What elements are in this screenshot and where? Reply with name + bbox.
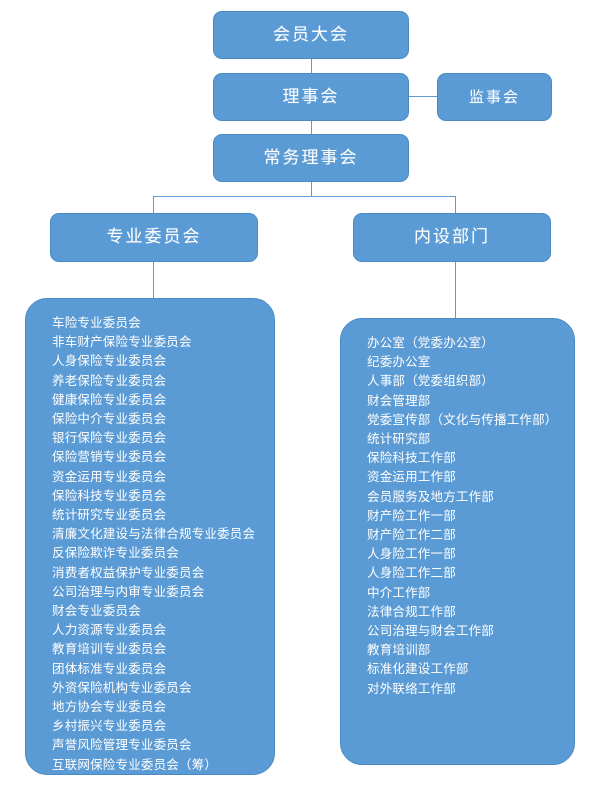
node-departments[interactable]: 内设部门: [353, 213, 551, 262]
list-item: 统计研究专业委员会: [52, 507, 167, 523]
connector-standing-drop: [311, 182, 312, 196]
list-item: 消费者权益保护专业委员会: [52, 564, 205, 580]
connector-departments-to-panel: [455, 262, 456, 318]
list-item: 非车财产保险专业委员会: [52, 334, 192, 350]
list-item: 团体标准专业委员会: [52, 660, 167, 676]
list-item: 统计研究部: [367, 431, 431, 447]
list-item: 人身险工作一部: [367, 546, 456, 562]
list-item: 财产险工作一部: [367, 507, 456, 523]
connector-assembly-to-council: [311, 59, 312, 73]
list-item: 乡村振兴专业委员会: [52, 718, 167, 734]
list-item: 健康保险专业委员会: [52, 391, 167, 407]
list-item: 声誉风险管理专业委员会: [52, 737, 192, 753]
list-item: 中介工作部: [367, 584, 431, 600]
list-item: 财会专业委员会: [52, 603, 141, 619]
panel-departments: 办公室（党委办公室） 纪委办公室人事部（党委组织部） 财会管理部党委宣传部（文化与传…: [340, 318, 575, 765]
panel-committees: 车险专业委员会非车财产保险专业委员会人身保险专业委员会养老保险专业委员会健康保险…: [25, 298, 275, 775]
list-item: 清廉文化建设与法律合规专业委员会: [52, 526, 256, 542]
connector-split-bar: [153, 196, 456, 197]
list-item: 纪委办公室: [367, 354, 431, 370]
list-item: 党委宣传部（文化与传播工作部）: [367, 411, 558, 427]
committees-list: 车险专业委员会非车财产保险专业委员会人身保险专业委员会养老保险专业委员会健康保险…: [52, 313, 260, 774]
list-item: 反保险欺诈专业委员会: [52, 545, 180, 561]
list-item: 公司治理与财会工作部: [367, 623, 495, 639]
node-supervisory-board-label: 监事会: [468, 87, 520, 106]
connector-council-to-supervisory: [409, 96, 437, 97]
list-item: 资金运用工作部: [367, 469, 456, 485]
node-council-label: 理事会: [282, 86, 340, 107]
list-item: 财产险工作二部: [367, 527, 456, 543]
list-item: 地方协会专业委员会: [52, 699, 167, 715]
node-committees-label: 专业委员会: [106, 227, 202, 247]
node-general-assembly[interactable]: 会员大会: [213, 11, 409, 59]
node-departments-label: 内设部门: [414, 227, 490, 247]
list-item: 教育培训专业委员会: [52, 641, 167, 657]
list-item: 资金运用专业委员会: [52, 468, 167, 484]
list-item: 办公室（党委办公室）: [367, 335, 495, 350]
list-item: 标准化建设工作部: [367, 661, 469, 677]
list-item: 银行保险专业委员会: [52, 430, 167, 446]
node-general-assembly-label: 会员大会: [273, 24, 349, 45]
list-item: 外资保险机构专业委员会: [52, 679, 192, 695]
node-standing-council-label: 常务理事会: [263, 147, 359, 168]
connector-council-to-standing: [311, 121, 312, 134]
list-item: 教育培训部: [367, 642, 431, 658]
node-standing-council[interactable]: 常务理事会: [213, 134, 409, 182]
list-item: 财会管理部: [367, 392, 431, 408]
list-item: 人事部（党委组织部）: [367, 373, 495, 389]
list-item: 保险营销专业委员会: [52, 449, 167, 465]
list-item: 车险专业委员会: [52, 315, 141, 330]
list-item: 保险科技专业委员会: [52, 487, 167, 503]
connector-split-to-departments: [455, 196, 456, 213]
list-item: 保险中介专业委员会: [52, 411, 167, 427]
list-item: 对外联络工作部: [367, 680, 456, 696]
list-item: 人身保险专业委员会: [52, 353, 167, 369]
list-item: 互联网保险专业委员会（筹）: [52, 756, 218, 772]
list-item: 法律合规工作部: [367, 603, 456, 619]
list-item: 公司治理与内审专业委员会: [52, 583, 205, 599]
node-committees[interactable]: 专业委员会: [50, 213, 258, 262]
list-item: 养老保险专业委员会: [52, 372, 167, 388]
node-supervisory-board[interactable]: 监事会: [437, 73, 552, 121]
departments-list: 办公室（党委办公室） 纪委办公室人事部（党委组织部） 财会管理部党委宣传部（文化与传…: [367, 333, 560, 698]
connector-split-to-committees: [153, 196, 154, 213]
connector-committees-to-panel: [153, 262, 154, 298]
list-item: 人身险工作二部: [367, 565, 456, 581]
list-item: 会员服务及地方工作部: [367, 488, 495, 504]
node-council[interactable]: 理事会: [213, 73, 409, 121]
list-item: 保险科技工作部: [367, 450, 456, 466]
list-item: 人力资源专业委员会: [52, 622, 167, 638]
